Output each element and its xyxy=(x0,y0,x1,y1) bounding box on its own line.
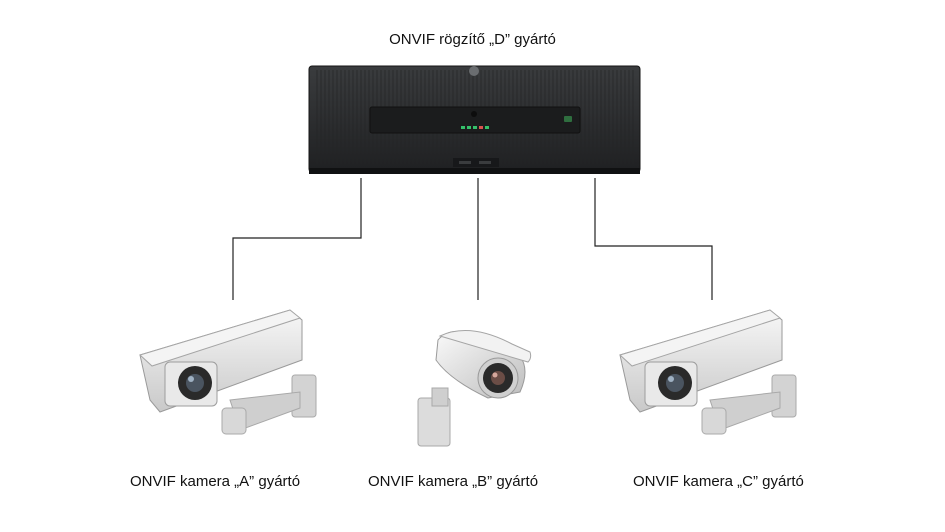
connector-lines xyxy=(232,178,713,300)
camera-c-icon xyxy=(619,309,797,435)
camera-b-label: ONVIF kamera „B” gyártó xyxy=(368,473,539,490)
camera-b-icon xyxy=(417,330,532,447)
camera-a-icon xyxy=(139,309,317,435)
camera-a-label: ONVIF kamera „A” gyártó xyxy=(130,473,301,490)
nvr-recorder xyxy=(308,65,641,174)
connector-c xyxy=(594,178,713,300)
connector-a xyxy=(232,178,362,300)
recorder-label: ONVIF rögzítő „D” gyártó xyxy=(389,31,556,48)
camera-c-label: ONVIF kamera „C” gyártó xyxy=(633,473,804,490)
status-led-icons xyxy=(461,126,489,129)
power-indicator-icon xyxy=(469,66,479,76)
